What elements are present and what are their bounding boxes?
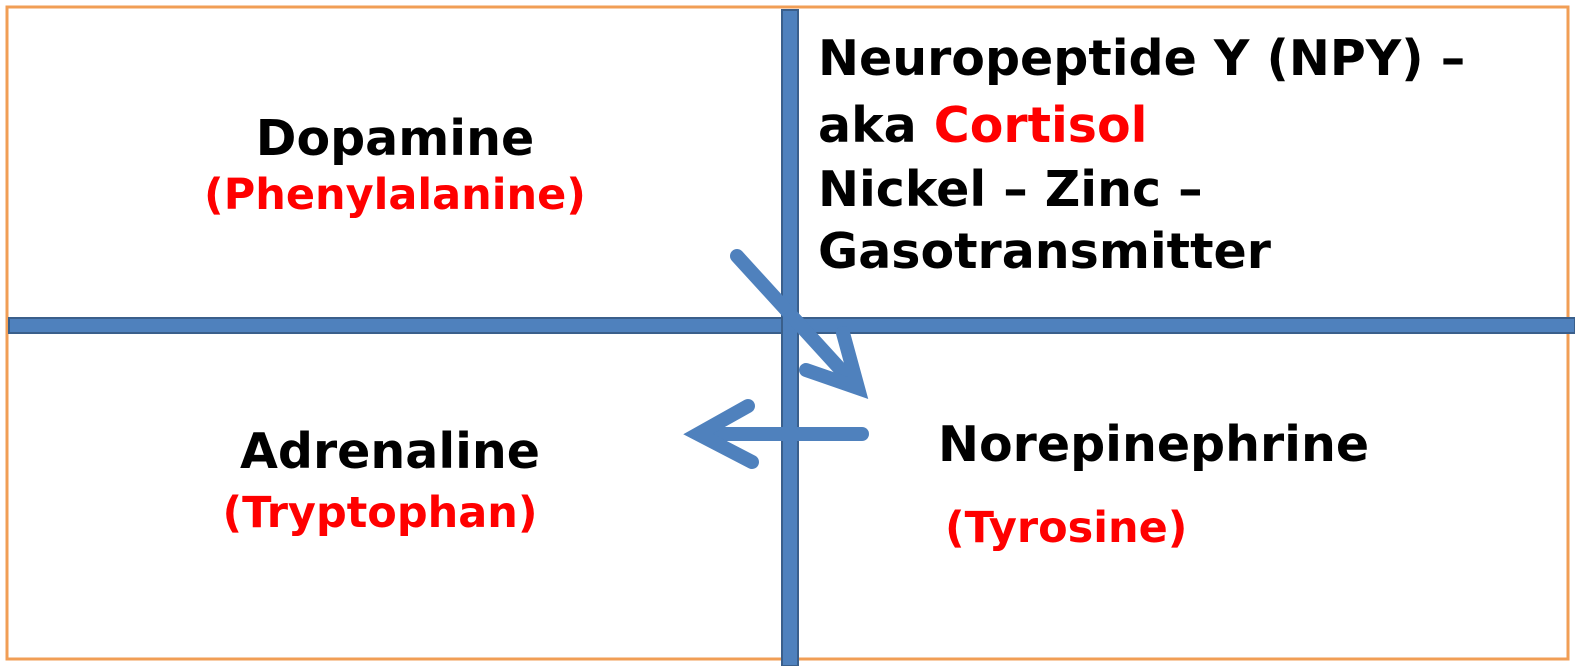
tryptophan-label: (Tryptophan) xyxy=(222,488,538,538)
arrow-top-left-to-bottom-right xyxy=(730,249,869,399)
arrow-bottom-right-to-bottom-left xyxy=(683,399,869,469)
aka-cortisol-line: aka Cortisol xyxy=(818,99,1147,153)
adrenaline-label: Adrenaline xyxy=(239,423,541,480)
dopamine-label: Dopamine xyxy=(255,110,535,167)
vertical-divider xyxy=(781,9,799,666)
nickel-zinc-label: Nickel – Zinc – xyxy=(818,161,1203,218)
aka-prefix: aka xyxy=(818,97,934,154)
phenylalanine-label: (Phenylalanine) xyxy=(204,170,586,220)
norepinephrine-label: Norepinephrine xyxy=(938,416,1370,473)
gasotransmitter-label: Gasotransmitter xyxy=(818,223,1271,280)
neuropeptide-y-label: Neuropeptide Y (NPY) – xyxy=(818,30,1466,87)
cortisol-label: Cortisol xyxy=(933,97,1148,154)
tyrosine-label: (Tyrosine) xyxy=(945,503,1188,553)
